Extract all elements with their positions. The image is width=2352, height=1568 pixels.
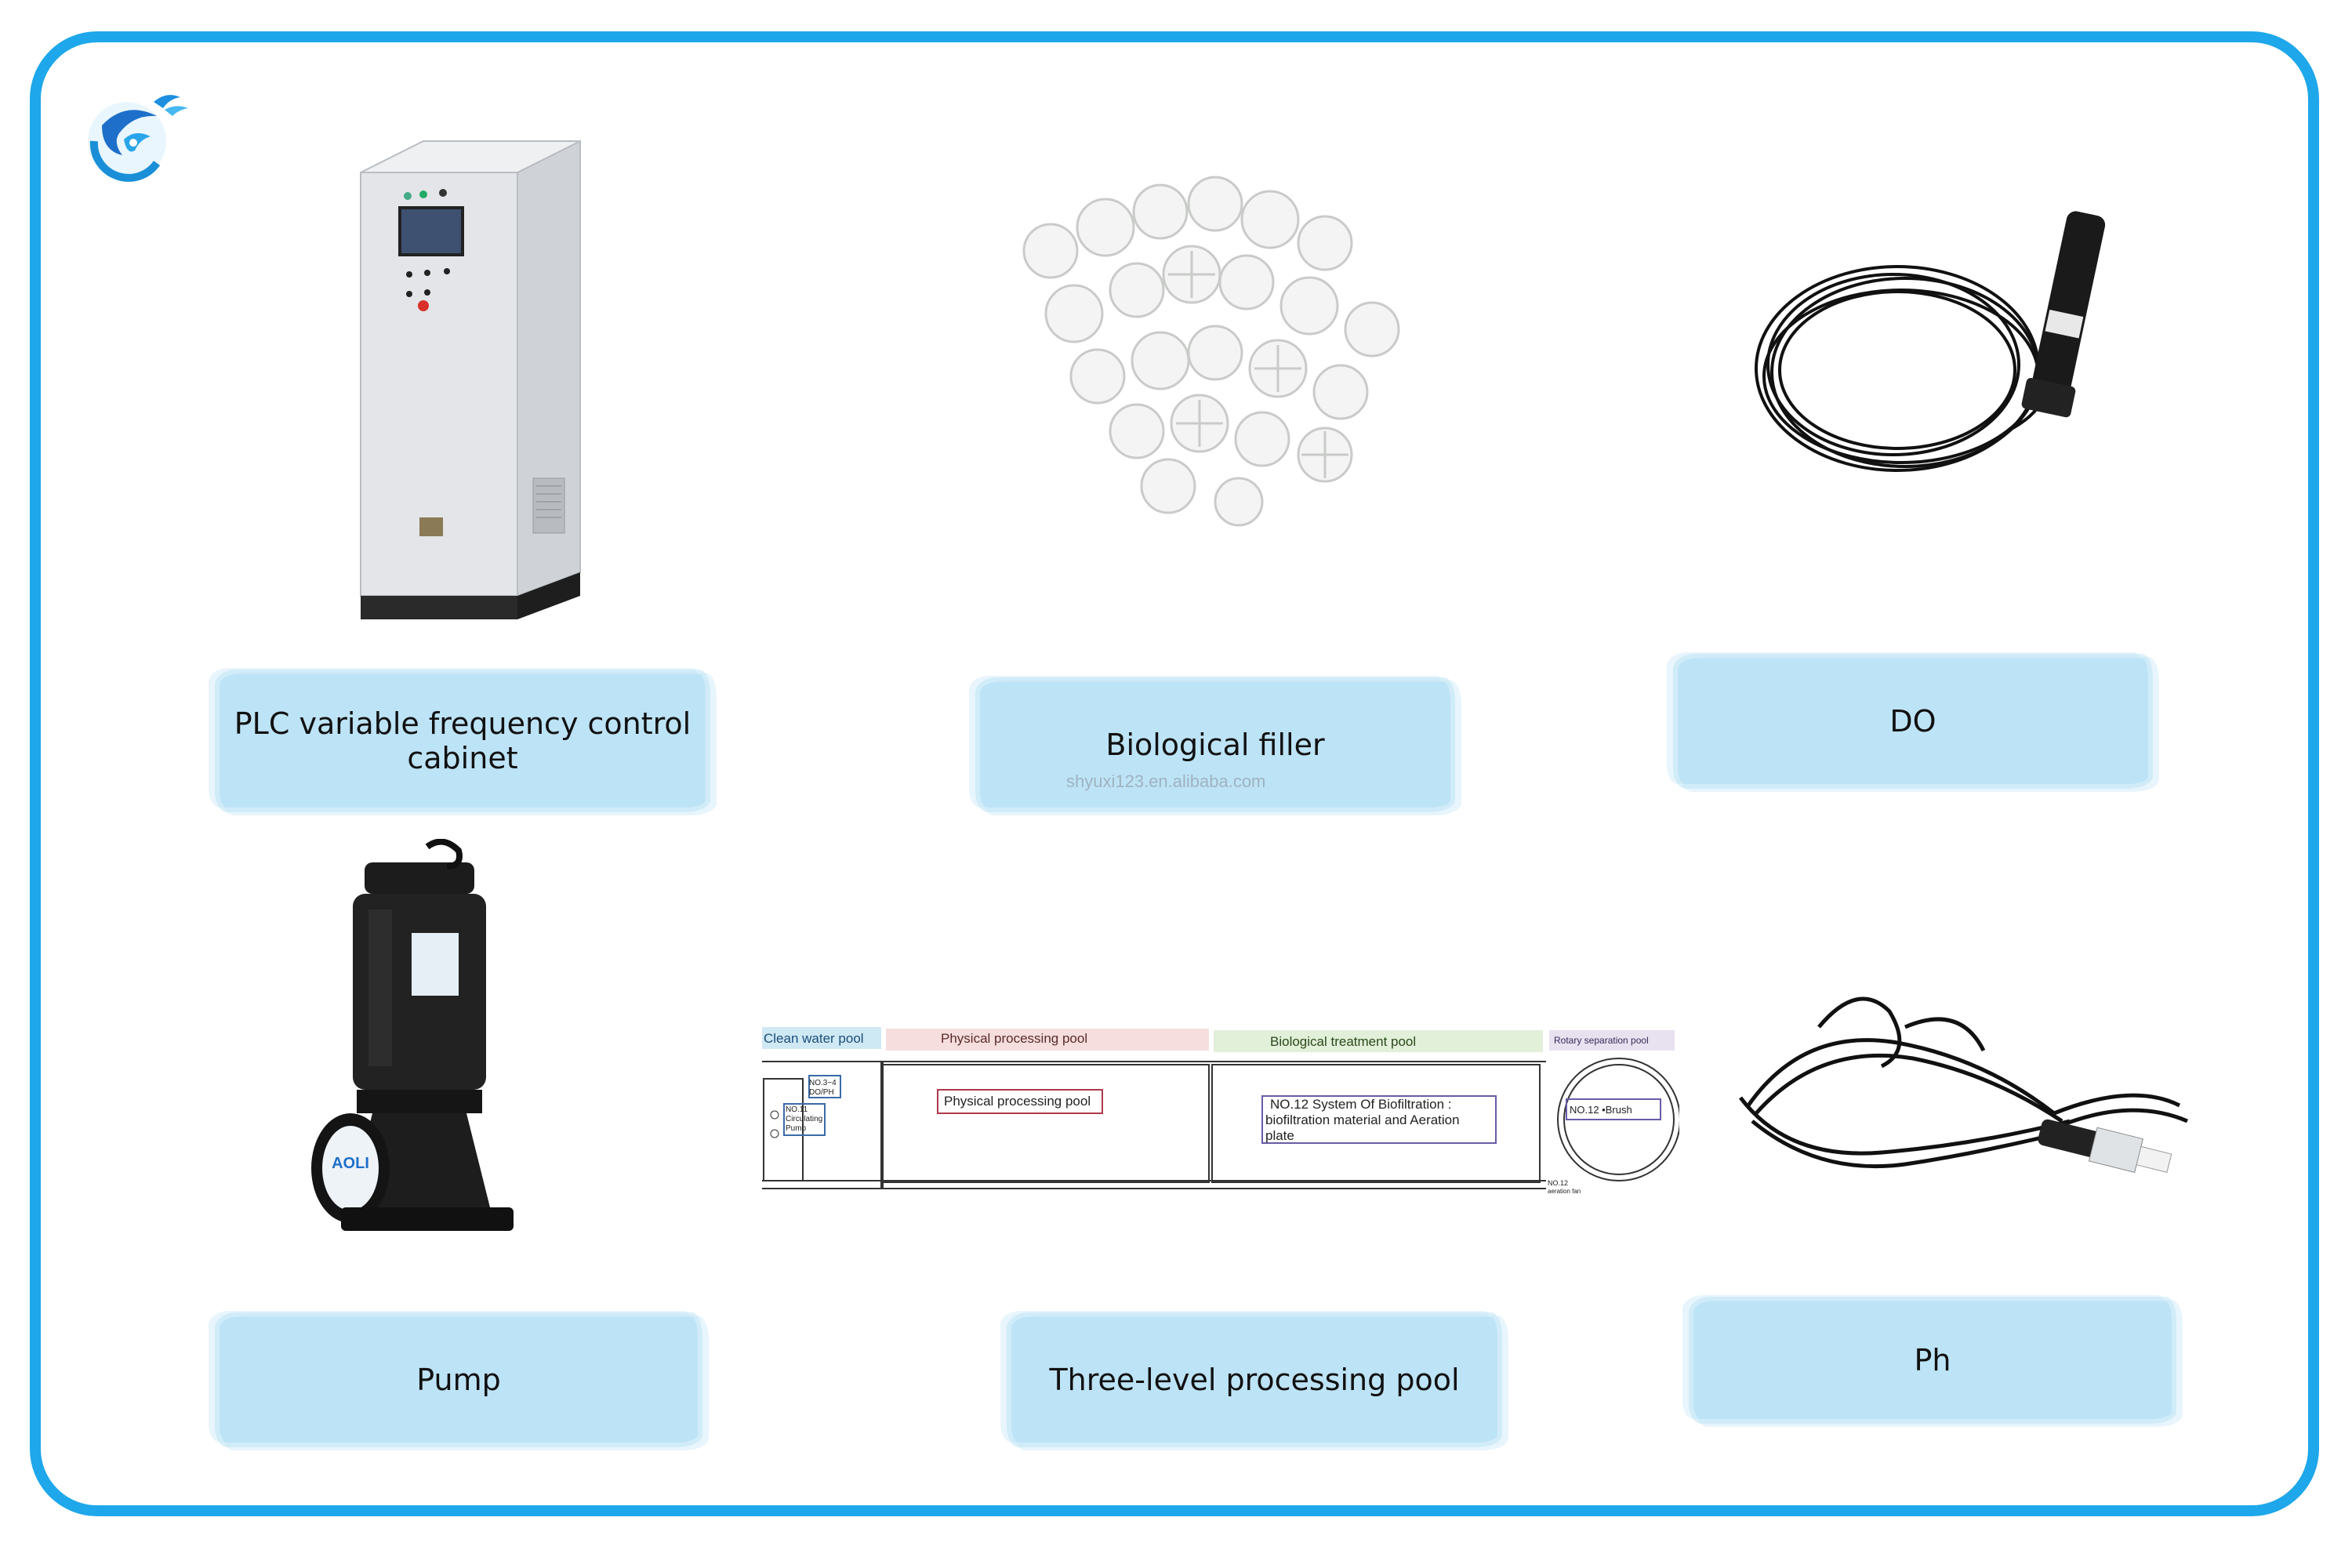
processing-pool-diagram: Clean water pool Physical processing poo… <box>762 1027 1679 1195</box>
do-label: DO <box>1889 704 1936 739</box>
no3-line2: DO/PH <box>809 1088 834 1097</box>
no11-line3: Pump <box>786 1124 807 1133</box>
no12-fan-line1: NO.12 <box>1548 1179 1568 1187</box>
pump-image: AOLI <box>311 839 514 1231</box>
no3-line1: NO.3~4 <box>809 1079 837 1087</box>
plc-label-line2: cabinet <box>407 741 518 775</box>
physical-pool-label: Physical processing pool <box>941 1031 1087 1046</box>
watermark-text: shyuxi123.en.alibaba.com <box>1066 771 1266 791</box>
rotary-pool-label: Rotary separation pool <box>1554 1035 1649 1046</box>
no12-line3: plate <box>1265 1128 1294 1143</box>
plc-cabinet-image <box>360 140 581 619</box>
physical-pool-header <box>886 1029 1209 1051</box>
no12-line2: biofiltration material and Aeration <box>1265 1112 1460 1127</box>
ph-label-bg: Ph <box>1693 1301 2172 1419</box>
pool-label: Three-level processing pool <box>1049 1363 1460 1397</box>
no12-fan-line2: aeration fan <box>1548 1188 1581 1195</box>
clean-water-pool-header <box>762 1027 881 1049</box>
ph-label: Ph <box>1914 1343 1951 1377</box>
biological-pool-label: Biological treatment pool <box>1270 1034 1416 1049</box>
biological-pool-header <box>1214 1030 1543 1052</box>
no12-line1: NO.12 System Of Biofiltration : <box>1270 1097 1451 1112</box>
physical-box-label: Physical processing pool <box>944 1094 1091 1109</box>
plc-label-line1: PLC variable frequency control <box>234 706 691 741</box>
no12-brush-label: NO.12 •Brush <box>1570 1104 1632 1116</box>
filler-label-bg: Biological filler <box>980 682 1450 808</box>
do-sensor-image <box>1755 211 2106 472</box>
pump-brand-text: AOLI <box>332 1155 369 1172</box>
rotary-pool-header <box>1549 1030 1675 1051</box>
company-logo <box>88 95 188 182</box>
pump-label-bg: Pump <box>220 1317 698 1443</box>
pool-label-bg: Three-level processing pool <box>1011 1317 1497 1443</box>
pump-label: Pump <box>416 1363 501 1397</box>
no11-line2: Circulating <box>786 1115 822 1123</box>
biological-filler-image <box>1022 176 1400 527</box>
ph-probe-image <box>1739 996 2188 1173</box>
do-label-bg: DO <box>1678 659 2148 784</box>
no11-line1: NO.11 <box>786 1105 808 1114</box>
clean-water-pool-label: Clean water pool <box>764 1031 864 1046</box>
filler-label: Biological filler <box>1105 728 1325 762</box>
page-frame <box>30 31 2319 1516</box>
